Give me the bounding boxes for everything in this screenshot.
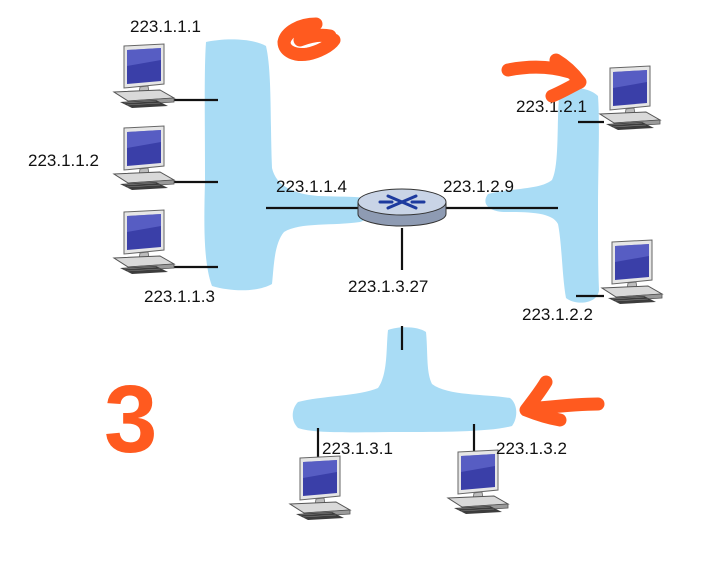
- host-h132-desktop-computer-icon: [447, 449, 509, 515]
- host-h121-desktop-computer-icon: [599, 65, 661, 131]
- host-h112-desktop-computer-icon: [113, 125, 175, 191]
- subnet-1-cloud: [204, 39, 375, 291]
- ip-label-router-if2: 223.1.2.9: [443, 177, 514, 196]
- subnet-2-cloud: [485, 87, 599, 303]
- ip-label-h121: 223.1.2.1: [516, 97, 587, 116]
- router-icon: [357, 188, 447, 227]
- ip-label-h122: 223.1.2.2: [522, 305, 593, 324]
- ip-label-h112: 223.1.1.2: [28, 151, 99, 170]
- annotation-arrow-1-orange-arrow-icon: [277, 17, 341, 61]
- ip-label-h113: 223.1.1.3: [144, 287, 215, 306]
- ip-label-h131: 223.1.3.1: [322, 439, 393, 458]
- host-h131-desktop-computer-icon: [289, 455, 351, 521]
- ip-label-h111: 223.1.1.1: [130, 17, 201, 36]
- host-h113-desktop-computer-icon: [113, 209, 175, 275]
- ip-label-h132: 223.1.3.2: [496, 439, 567, 458]
- ip-label-router-if1: 223.1.1.4: [276, 177, 347, 196]
- annotation-arrow-2-orange-arrow-icon: [501, 53, 587, 103]
- subnet-3-cloud: [292, 327, 517, 433]
- annotation-arrow-3-orange-arrow-icon: [519, 375, 605, 427]
- subnet-number-annotation: 3: [104, 366, 157, 473]
- host-h111-desktop-computer-icon: [113, 43, 175, 109]
- host-h122-desktop-computer-icon: [601, 239, 663, 305]
- ip-label-router-if3: 223.1.3.27: [348, 277, 428, 296]
- links: [170, 98, 604, 460]
